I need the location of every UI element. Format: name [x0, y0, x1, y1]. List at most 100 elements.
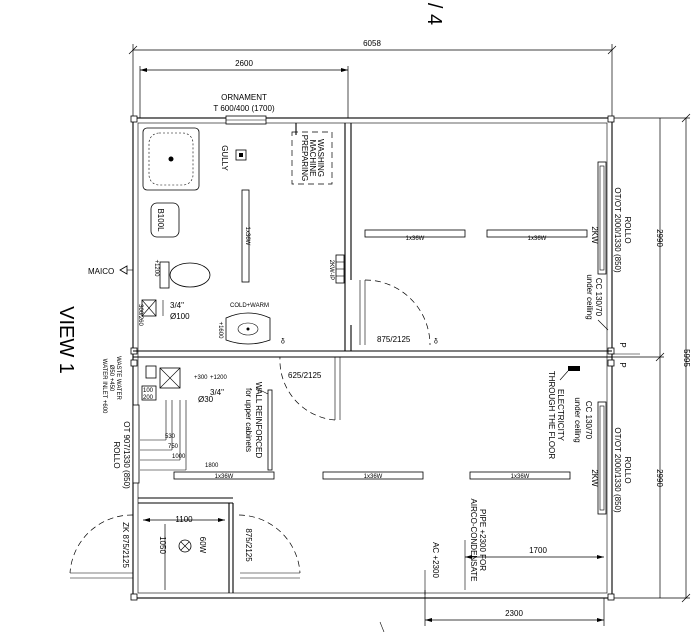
outer-walls [130, 115, 615, 601]
shower-tray [142, 127, 200, 191]
dimension-2990-bottom: 2990 [655, 469, 664, 487]
dimension-2600: 2600 [139, 59, 349, 118]
entry-vestibule: 1100 1050 60W [138, 497, 234, 593]
door-lower-label: 875/2125 [244, 528, 253, 562]
through-floor-label: THROUGH THE FLOOR [547, 371, 556, 460]
vestibule-lamp-label: 60W [198, 537, 207, 554]
window-right-top: ROLLO OT/OT 2000/1330 (850) 2KW CC 130/7… [585, 161, 632, 331]
bathroom-lamp: 1x36W [241, 189, 250, 283]
pipe-34-label: 3/4" [170, 301, 184, 310]
dim-1000: 1000 [172, 454, 186, 460]
window-right-bottom: ROLLO OT/OT 2000/1330 (850) 2KW CC 130/7… [573, 397, 632, 515]
pipe-34b-label: 3/4" [210, 388, 224, 397]
ot-top-label: OT/OT 2000/1330 (850) [613, 187, 622, 273]
lamp-top-left: 1x36W [364, 229, 466, 242]
sheet-number: / 4 [423, 3, 445, 25]
pipe-100-label: Ø100 [170, 312, 190, 321]
waste-valve: 300/260 3/4" Ø100 [137, 299, 190, 327]
module-joint: P P [133, 342, 640, 368]
dimension-6058: 6058 [363, 39, 381, 48]
dimension-5995: 5995 [682, 349, 691, 367]
ornament-window: ORNAMENT T 600/400 (1700) [213, 93, 275, 125]
boiler: B100L [150, 202, 180, 238]
washing-machine-preparing: WASHING MACHINE PREPARING [291, 131, 333, 185]
door-upper-label: 875/2125 [377, 335, 411, 344]
ot-left-label: OT 907/1330 (850) [122, 421, 131, 489]
dimension-1700: 1700 [465, 546, 604, 559]
waste-water-label: WASTE WATER [115, 356, 121, 400]
gully: GULLY [220, 145, 247, 171]
wall-height-label: 300/260 [137, 304, 143, 326]
dim-1800: 1800 [205, 463, 219, 469]
dim-530: 530 [165, 434, 176, 440]
door-upper: 875/2125 [359, 279, 431, 346]
switch-icon: ᵟ [434, 338, 438, 349]
view-label: VIEW 1 [55, 306, 77, 374]
gully-label: GULLY [220, 145, 229, 171]
vestibule-width: 1100 [175, 515, 193, 524]
zk-door-label: ZK 875/2125 [121, 522, 130, 568]
cc-top-label: CC 130/70 [594, 278, 603, 317]
cold-warm-label: COLD+WARM [230, 303, 269, 309]
rollo-top-label: ROLLO [623, 216, 632, 243]
switch-icon: ᵟ [281, 338, 285, 349]
rollo-left-label: ROLLO [112, 441, 121, 468]
kw-bottom-label: 2KW [590, 469, 599, 487]
maico-fan: MAICO [88, 265, 133, 276]
washing-label: WASHING [316, 139, 325, 177]
washbasin-height-label: +1600 [217, 322, 223, 340]
lamp-bottom-middle: 1x36W [322, 471, 424, 480]
dimension-2990-top: 2990 [655, 229, 664, 247]
upper-cabinets-label: for upper cabinets [244, 388, 253, 452]
dim-100: 100 [143, 388, 154, 394]
maico-label: MAICO [88, 267, 114, 276]
dimension-1700-label: 1700 [529, 546, 547, 555]
lamp-bottom-left: 1x36W [173, 471, 275, 480]
dimension-2300-label: 2300 [505, 609, 523, 618]
kw-top-label: 2KW [590, 226, 599, 244]
dimension-2600-label: 2600 [235, 59, 253, 68]
switches-bathroom: ᵟ ᵟ [281, 338, 438, 349]
door-middle-label: 625/2125 [288, 371, 322, 380]
airco-label: AIRCO-CONDENSATE [469, 499, 478, 582]
dimension-overall-width: 6058 [128, 39, 617, 118]
lamp-bottom-right: 1x36W [469, 471, 571, 480]
height-300-label: +300 [194, 375, 208, 381]
heater-2kw-ip: 2KW-IP [328, 254, 345, 284]
lamp-label: 1x36W [511, 474, 530, 480]
heater-label: 2KW-IP [328, 260, 334, 281]
ornament-label: ORNAMENT [221, 93, 267, 102]
ac-pipe: PIPE +2300 FOR AIRCO-CONDENSATE AC +2300 [424, 499, 487, 595]
ornament-spec: T 600/400 (1700) [213, 104, 275, 113]
lamp-top-right: 1x36W [486, 229, 588, 242]
pipe-30-label: Ø30 [198, 395, 214, 404]
bathroom-partition [295, 123, 352, 351]
entrance-door: ZK 875/2125 [69, 514, 134, 579]
water-inlet-label: WATER INLET +600 [101, 359, 107, 414]
washbasin: COLD+WARM +1600 [217, 303, 271, 345]
dim-200: 200 [143, 395, 154, 401]
dim-750: 750 [168, 444, 179, 450]
waste-water-spec: Ø50 +450 [108, 365, 114, 392]
lamp-label: 1x36W [528, 236, 547, 242]
door-middle: 625/2125 [279, 356, 341, 421]
wall-reinforced-label: WALL REINFORCED [254, 382, 263, 459]
cc-bottom-label: CC 130/70 [584, 401, 593, 440]
door-lower: 875/2125 [238, 514, 301, 579]
lamp-label: 1x36W [406, 236, 425, 242]
window-left: OT 907/1330 (850) ROLLO [112, 404, 140, 489]
bathroom-lamp-label: 1x36W [244, 227, 250, 246]
kitchen-installations: +300 +1200 3/4" Ø30 100 200 WASTE WATER … [101, 356, 228, 471]
ot-bottom-label: OT/OT 2000/1330 (850) [613, 427, 622, 513]
under-ceiling-top: under ceiling [585, 274, 594, 319]
wall-reinforced: WALL REINFORCED for upper cabinets [244, 382, 273, 471]
height-1200-label: +1200 [210, 375, 228, 381]
toilet-height-label: +1200 [153, 260, 159, 278]
joint-mark-p-top: P [618, 342, 627, 347]
vestibule-height: 1050 [158, 536, 167, 554]
ac-label: AC +2300 [431, 542, 440, 578]
lamp-label: 1x36W [364, 474, 383, 480]
under-ceiling-bottom: under ceiling [573, 397, 582, 442]
dimension-right-heights: 5995 2990 2990 [612, 113, 691, 603]
